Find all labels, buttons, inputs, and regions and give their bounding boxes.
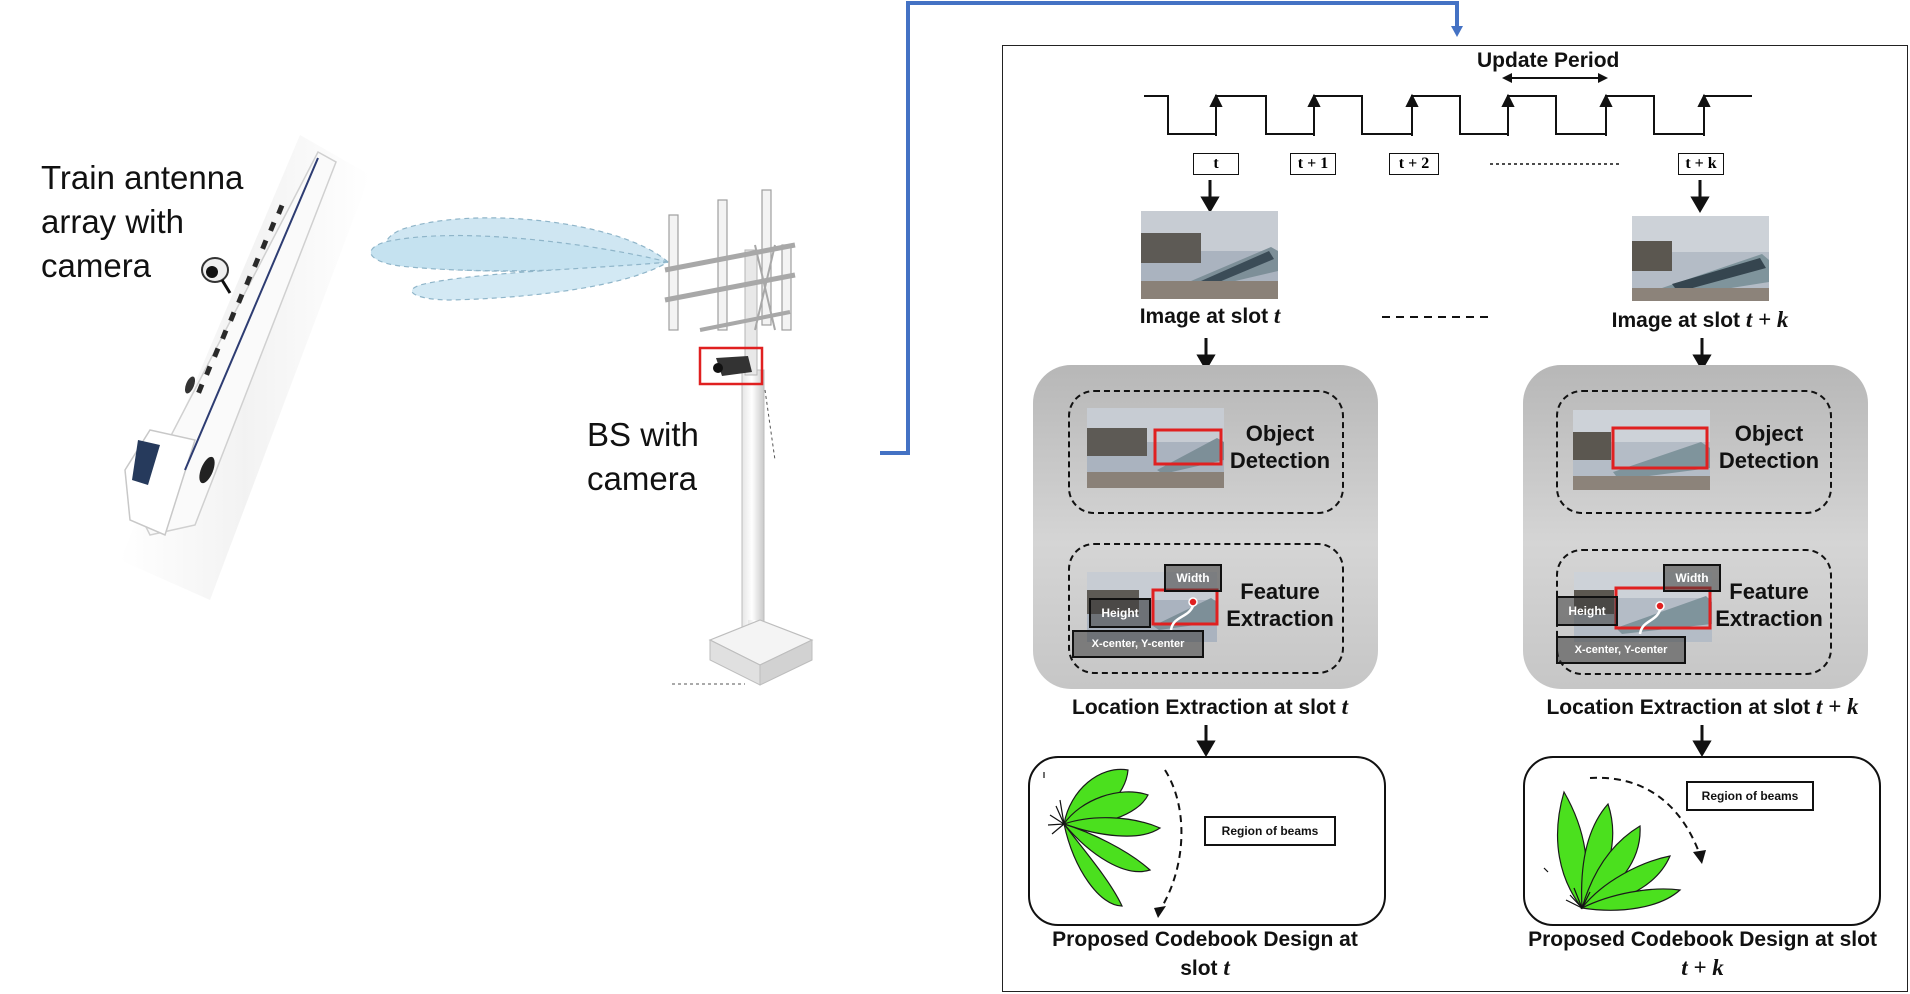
scene-svg (120, 135, 814, 686)
object-detection-box-left (1068, 390, 1344, 514)
connector-line (880, 1, 1463, 455)
slot-t-plus-k: t + k (1678, 153, 1724, 175)
bs-tower-icon (664, 189, 814, 686)
height-tag-left: Height (1089, 598, 1151, 628)
bs-camera-icon (698, 346, 764, 386)
location-caption-left-slot: t (1341, 694, 1348, 719)
object-detection-box-right (1556, 390, 1832, 514)
image-caption-left: Image at slot t (1100, 303, 1320, 329)
width-tag-left: Width (1164, 564, 1222, 592)
object-detection-right-line1: Object (1734, 421, 1804, 446)
codebook-caption-left: Proposed Codebook Design at slot t (1030, 926, 1380, 983)
bs-label-line-1: BS with (587, 416, 699, 453)
bs-label: BS with camera (587, 413, 699, 501)
codebook-caption-left-line1: Proposed Codebook Design at (1052, 928, 1358, 951)
codebook-caption-left-slot-word: slot (1180, 957, 1218, 980)
object-detection-left-line1: Object (1245, 421, 1315, 446)
codebook-caption-right: Proposed Codebook Design at slot t + k (1505, 926, 1900, 982)
location-caption-left: Location Extraction at slot t (1040, 694, 1380, 720)
feature-extraction-right-line1: Feature (1729, 579, 1809, 604)
slot-t-plus-2: t + 2 (1389, 153, 1439, 175)
object-detection-label-left: Object Detection (1222, 420, 1338, 474)
image-caption-right-slot: t + k (1745, 307, 1789, 332)
process-panel (1002, 45, 1908, 992)
detection-photo-right (1573, 410, 1710, 490)
region-of-beams-left: Region of beams (1204, 816, 1336, 846)
object-detection-right-line2: Detection (1718, 448, 1820, 473)
feature-extraction-label-left: Feature Extraction (1222, 578, 1338, 632)
codebook-caption-right-slot: t + k (1681, 955, 1724, 980)
image-caption-left-text: Image at slot (1139, 305, 1269, 328)
bs-label-line-2: camera (587, 460, 698, 497)
region-of-beams-right: Region of beams (1686, 781, 1814, 811)
feature-extraction-label-right: Feature Extraction (1711, 578, 1827, 632)
feature-photo-right (1574, 572, 1712, 642)
detection-photo-left (1087, 408, 1224, 488)
tram-photo-left (1141, 211, 1278, 299)
location-caption-right: Location Extraction at slot t + k (1515, 694, 1890, 720)
location-caption-right-text: Location Extraction at slot (1546, 696, 1811, 719)
center-tag-left: X-center, Y-center (1072, 630, 1204, 658)
center-tag-right: X-center, Y-center (1556, 636, 1686, 664)
location-caption-left-text: Location Extraction at slot (1072, 696, 1336, 719)
codebook-caption-right-line1: Proposed Codebook Design at slot (1528, 928, 1877, 951)
train-camera-icon (201, 257, 232, 294)
beam-fan-left (1043, 768, 1183, 918)
feature-extraction-right-line2: Extraction (1715, 606, 1823, 631)
height-tag-right: Height (1556, 596, 1618, 626)
train-label-line-3: camera (41, 247, 152, 284)
train-label-line-2: array with (41, 203, 185, 240)
feature-extraction-box-left (1068, 543, 1344, 674)
timing-diagram (1144, 73, 1752, 165)
feature-extraction-left-line2: Extraction (1226, 606, 1334, 631)
location-caption-right-slot: t + k (1816, 694, 1859, 719)
object-detection-label-right: Object Detection (1711, 420, 1827, 474)
image-caption-right: Image at slot t + k (1580, 307, 1820, 333)
codebook-caption-left-line2: slot t (1030, 954, 1380, 983)
tram-photo-right (1632, 216, 1769, 301)
slot-t: t (1193, 153, 1239, 175)
width-tag-right: Width (1663, 564, 1721, 592)
image-caption-right-text: Image at slot (1611, 309, 1741, 332)
train-label: Train antenna array with camera (41, 156, 243, 288)
beam-pattern (370, 217, 670, 301)
object-detection-left-line2: Detection (1229, 448, 1331, 473)
image-caption-left-slot: t (1273, 303, 1281, 328)
feature-extraction-left-line1: Feature (1240, 579, 1320, 604)
beam-fan-right (1543, 776, 1706, 911)
update-period-title: Update Period (1477, 49, 1620, 72)
slot-t-plus-1: t + 1 (1290, 153, 1336, 175)
train-icon (124, 150, 337, 537)
train-label-line-1: Train antenna (41, 159, 244, 196)
codebook-caption-left-slot: t (1223, 955, 1230, 980)
